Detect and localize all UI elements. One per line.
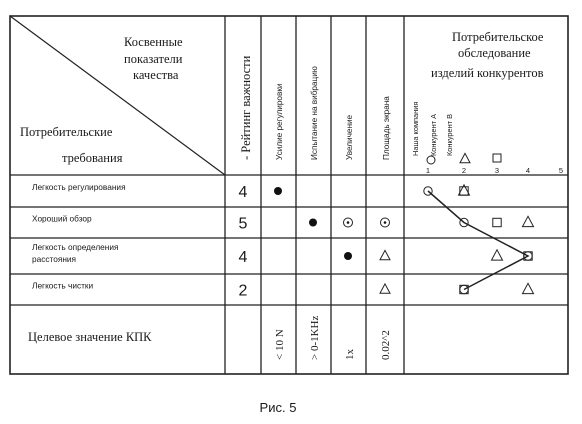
header-circle-icon	[426, 155, 436, 165]
header-triangle-icon	[459, 152, 471, 164]
target-value: 0.02^2	[380, 330, 392, 360]
scale-number: 5	[559, 166, 563, 175]
importance-value: 5	[239, 216, 248, 233]
scale-number: 1	[426, 166, 430, 175]
importance-value: 4	[239, 184, 248, 201]
medium-relation-icon	[343, 217, 353, 228]
matrix-border	[9, 15, 569, 375]
company-label: Наша компания	[411, 102, 420, 156]
indicator-header: Увеличение	[345, 114, 354, 160]
requirement-label: Легкость чистки	[32, 281, 94, 291]
scale-number: 2	[462, 166, 466, 175]
requirement-label: расстояния	[32, 254, 76, 264]
competitor-b-rating-icon	[492, 217, 502, 228]
requirement-label: Хороший обзор	[32, 214, 92, 224]
importance-rating-header: - Рейтинг важности	[239, 55, 253, 160]
target-value: > 0-1KHz	[309, 315, 321, 360]
survey-title: обследование	[458, 46, 531, 60]
weak-relation-triangle-icon	[379, 282, 391, 294]
strong-relation-dot-icon	[274, 187, 282, 195]
medium-relation-center	[346, 221, 350, 224]
target-value: 1x	[344, 349, 356, 361]
figure-caption: Рис. 5	[260, 400, 297, 415]
importance-value: 2	[239, 283, 248, 300]
competitor-b-rating-icon	[459, 186, 469, 196]
weak-relation-triangle-icon	[379, 249, 391, 261]
corner-quality-label: качества	[133, 68, 179, 82]
corner-diagonal	[9, 15, 226, 176]
target-value: < 10 N	[274, 329, 286, 360]
corner-quality-label: показатели	[124, 52, 183, 66]
our-company-rating-icon	[423, 186, 433, 196]
company-label: Конкурент А	[429, 114, 438, 156]
our-company-rating-icon	[459, 284, 469, 295]
our-company-profile-line	[427, 190, 530, 291]
medium-relation-center	[383, 221, 387, 224]
survey-title: Потребительское	[452, 30, 544, 44]
requirement-label: Легкость определения	[32, 242, 119, 252]
company-label: Конкурент В	[445, 114, 454, 156]
indicator-header: Испытание на вибрацию	[310, 66, 319, 160]
competitor-a-rating-icon	[521, 215, 535, 228]
corner-requirements-label: требования	[62, 151, 123, 165]
competitor-a-rating-icon	[521, 282, 535, 295]
indicator-header: Усилие регулировки	[275, 84, 284, 160]
importance-value: 4	[239, 249, 248, 266]
header-square-icon	[492, 153, 502, 163]
our-company-rating-icon	[459, 217, 469, 228]
corner-quality-label: Косвенные	[124, 35, 183, 49]
medium-relation-icon	[380, 217, 390, 228]
requirement-label: Легкость регулирования	[32, 182, 126, 192]
scale-number: 4	[526, 166, 530, 175]
competitor-a-rating-icon	[490, 248, 504, 261]
indicator-header: Площадь экрана	[382, 96, 391, 160]
target-value-label: Целевое значение КПК	[28, 330, 152, 344]
strong-relation-dot-icon	[344, 252, 352, 260]
corner-requirements-label: Потребительские	[20, 125, 113, 139]
our-company-rating-icon	[523, 251, 533, 261]
survey-title: изделий конкурентов	[431, 66, 544, 80]
strong-relation-dot-icon	[309, 218, 317, 227]
scale-number: 3	[495, 166, 499, 175]
